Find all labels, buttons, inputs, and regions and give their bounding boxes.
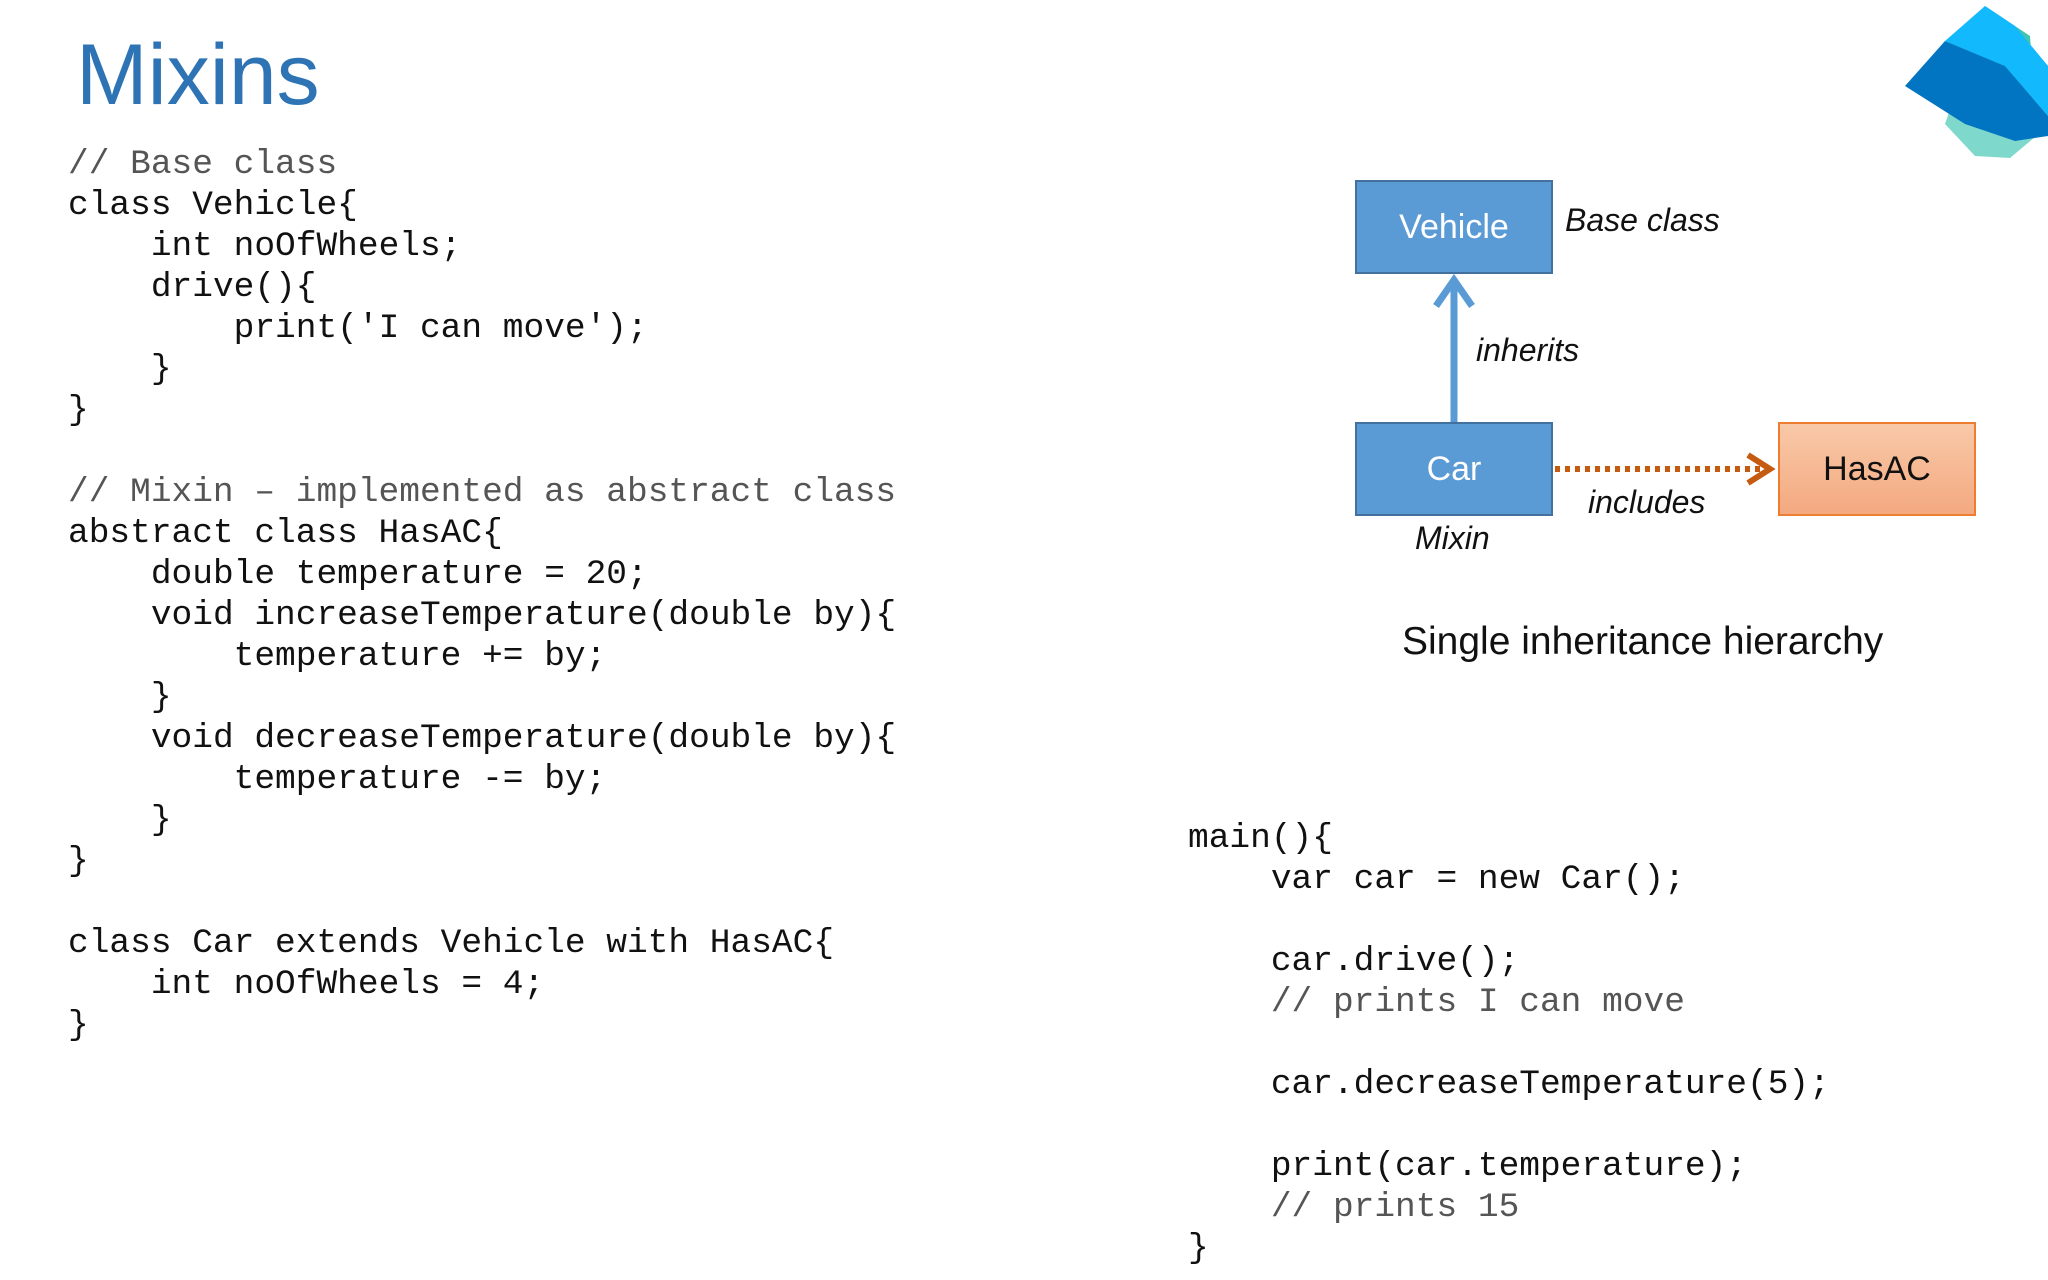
- inherits-arrow-head: [1433, 273, 1475, 308]
- code-line: print('I can move');: [68, 309, 648, 348]
- slide-title: Mixins: [76, 27, 320, 123]
- code-line: [1188, 1105, 1830, 1146]
- includes-label: includes: [1588, 484, 1706, 520]
- code-line: temperature += by;: [68, 637, 607, 676]
- code-line: abstract class HasAC{: [68, 514, 503, 553]
- code-line: void increaseTemperature(double by){: [68, 596, 897, 635]
- code-line: // prints I can move: [1188, 983, 1685, 1022]
- code-line: int noOfWheels = 4;: [68, 965, 545, 1004]
- code-block-main: main(){ var car = new Car(); car.drive()…: [1188, 818, 1830, 1269]
- inherits-label: inherits: [1476, 332, 1580, 368]
- code-line: int noOfWheels;: [68, 227, 462, 266]
- code-line: // Base class: [68, 145, 338, 184]
- code-line: double temperature = 20;: [68, 555, 648, 594]
- code-line: }: [68, 801, 172, 840]
- hasac-mixin-box: HasAC: [1778, 422, 1976, 516]
- includes-arrow-head: [1746, 452, 1776, 486]
- code-line: class Vehicle{: [68, 186, 358, 225]
- code-line: }: [68, 842, 89, 881]
- code-line: }: [68, 678, 172, 717]
- code-line: // Mixin – implemented as abstract class: [68, 473, 897, 512]
- code-line: drive(){: [68, 268, 317, 307]
- code-line: [1188, 1023, 1830, 1064]
- diagram-caption: Single inheritance hierarchy: [1402, 620, 1884, 663]
- code-line: var car = new Car();: [1188, 860, 1685, 899]
- diagram-arrows: [1433, 273, 1776, 486]
- code-line: [68, 431, 896, 472]
- code-line: [68, 882, 896, 923]
- code-line: class Car extends Vehicle with HasAC{: [68, 924, 835, 963]
- mixin-label: Mixin: [1415, 520, 1490, 556]
- code-line: temperature -= by;: [68, 760, 607, 799]
- vehicle-class-box: Vehicle: [1355, 180, 1553, 274]
- car-class-box: Car: [1355, 422, 1553, 516]
- code-line: car.drive();: [1188, 942, 1520, 981]
- dart-logo-icon: [1905, 6, 2048, 158]
- code-line: print(car.temperature);: [1188, 1147, 1748, 1186]
- base-class-label: Base class: [1565, 202, 1720, 238]
- code-line: void decreaseTemperature(double by){: [68, 719, 897, 758]
- code-line: car.decreaseTemperature(5);: [1188, 1065, 1830, 1104]
- code-line: }: [68, 350, 172, 389]
- inheritance-diagram: Vehicle Base class inherits Car includes…: [1340, 170, 2040, 690]
- code-line: main(){: [1188, 819, 1333, 858]
- code-line: [1188, 900, 1830, 941]
- code-line: }: [68, 1006, 89, 1045]
- code-line: }: [1188, 1229, 1209, 1268]
- code-line: }: [68, 391, 89, 430]
- code-line: // prints 15: [1188, 1188, 1520, 1227]
